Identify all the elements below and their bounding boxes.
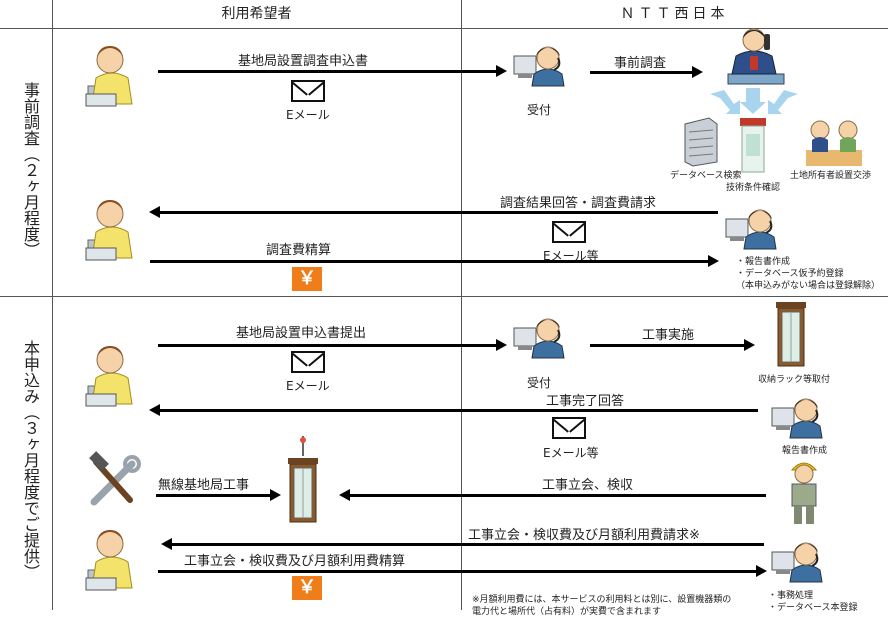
yen-icon-2: ￥ (292, 576, 322, 600)
survey-arrow (590, 66, 703, 78)
rack-install-label: 収納ラック等取付 (758, 375, 831, 385)
inspection-label: 工事立会、検収 (542, 478, 634, 493)
footnote-line-1: ※月額利用費には、本サービスの利用料とは別に、設置機器類の (472, 595, 732, 605)
phone-booth-icon (740, 118, 766, 173)
monthly-request-arrow (161, 538, 764, 550)
office-note-1: ・事務処理 (768, 591, 814, 601)
header-divider (0, 28, 888, 29)
radio-work-arrow (156, 489, 281, 501)
fee-settle-arrow (150, 255, 719, 267)
email-icon (291, 80, 325, 102)
email-icon-2 (552, 221, 586, 243)
result-reply-label: 調査結果回答・調査費請求 (500, 196, 657, 211)
tech-check-label: 技術条件確認 (726, 183, 781, 193)
storage-rack-icon (775, 301, 807, 367)
database-search-label: データベース検索 (670, 171, 742, 181)
completion-reply-arrow (149, 404, 758, 416)
tools-icon (89, 451, 141, 506)
base-station-rack-icon (287, 436, 319, 523)
report-note-2: ・データベース仮予約登録 (736, 269, 844, 279)
party-divider (461, 0, 462, 610)
applicant-avatar (85, 45, 133, 107)
email-etc-label-2: Eメール等 (543, 446, 599, 460)
reception-operator-icon-2 (513, 318, 565, 359)
survey-label: 事前調査 (614, 56, 667, 71)
survey-staff-icon (727, 28, 785, 85)
inspection-arrow (339, 489, 766, 501)
section-divider (0, 296, 888, 297)
completion-reply-label: 工事完了回答 (546, 394, 625, 409)
monthly-request-label: 工事立会・検収費及び月額利用費請求※ (468, 528, 700, 543)
apply-submit-label: 基地局設置申込書提出 (236, 326, 367, 341)
radio-work-label: 無線基地局工事 (158, 478, 250, 493)
apply-label: 基地局設置調査申込書 (238, 54, 369, 69)
column-header-ntt: ＮＴＴ西日本 (620, 6, 729, 22)
land-owner-meeting-icon (806, 120, 862, 166)
email-etc-label: Eメール等 (543, 249, 599, 263)
branch-arrows (710, 88, 798, 114)
section-label-main: 本申込み（３ヶ月程度でご提供） (21, 340, 40, 580)
email-icon-4 (552, 417, 586, 439)
monthly-settle-label: 工事立会・検収費及び月額利用費精算 (184, 554, 406, 569)
email-label-2: Eメール (286, 379, 330, 393)
monthly-settle-arrow (158, 565, 767, 577)
database-server-icon (684, 117, 718, 167)
fee-settle-label: 調査費精算 (266, 243, 332, 258)
report-note-1: ・報告書作成 (736, 257, 791, 267)
email-label: Eメール (286, 108, 330, 122)
section-label-prelim: 事前調査（２ヶ月程度） (21, 82, 40, 258)
applicant-avatar-2 (85, 199, 133, 261)
applicant-avatar-4 (85, 529, 133, 591)
worker-icon (790, 462, 818, 524)
land-owner-label: 土地所有者設置交渉 (790, 171, 872, 181)
column-header-applicant: 利用希望者 (221, 6, 292, 22)
reception-label: 受付 (527, 103, 552, 117)
report-create-label: 報告書作成 (782, 446, 828, 456)
office-note-2: ・データベース本登録 (768, 603, 858, 613)
report-note-3: （本申込みがない場合は登録解除） (736, 281, 881, 291)
construction-arrow (590, 339, 755, 351)
applicant-avatar-3 (85, 345, 133, 407)
apply-arrow (158, 65, 507, 77)
reception-operator-icon (513, 46, 565, 87)
report-operator-icon (725, 209, 777, 250)
result-reply-arrow (149, 206, 718, 218)
report-operator-icon-2 (771, 398, 823, 439)
footnote-line-2: 電力代と場所代（占有料）が実費で含まれます (472, 607, 662, 617)
section-column-divider (52, 0, 53, 610)
apply-submit-arrow (158, 339, 507, 351)
reception-label-2: 受付 (527, 376, 552, 390)
yen-icon: ￥ (292, 267, 322, 291)
office-operator-icon (771, 542, 823, 583)
construction-label: 工事実施 (642, 328, 695, 343)
email-icon-3 (291, 351, 325, 373)
